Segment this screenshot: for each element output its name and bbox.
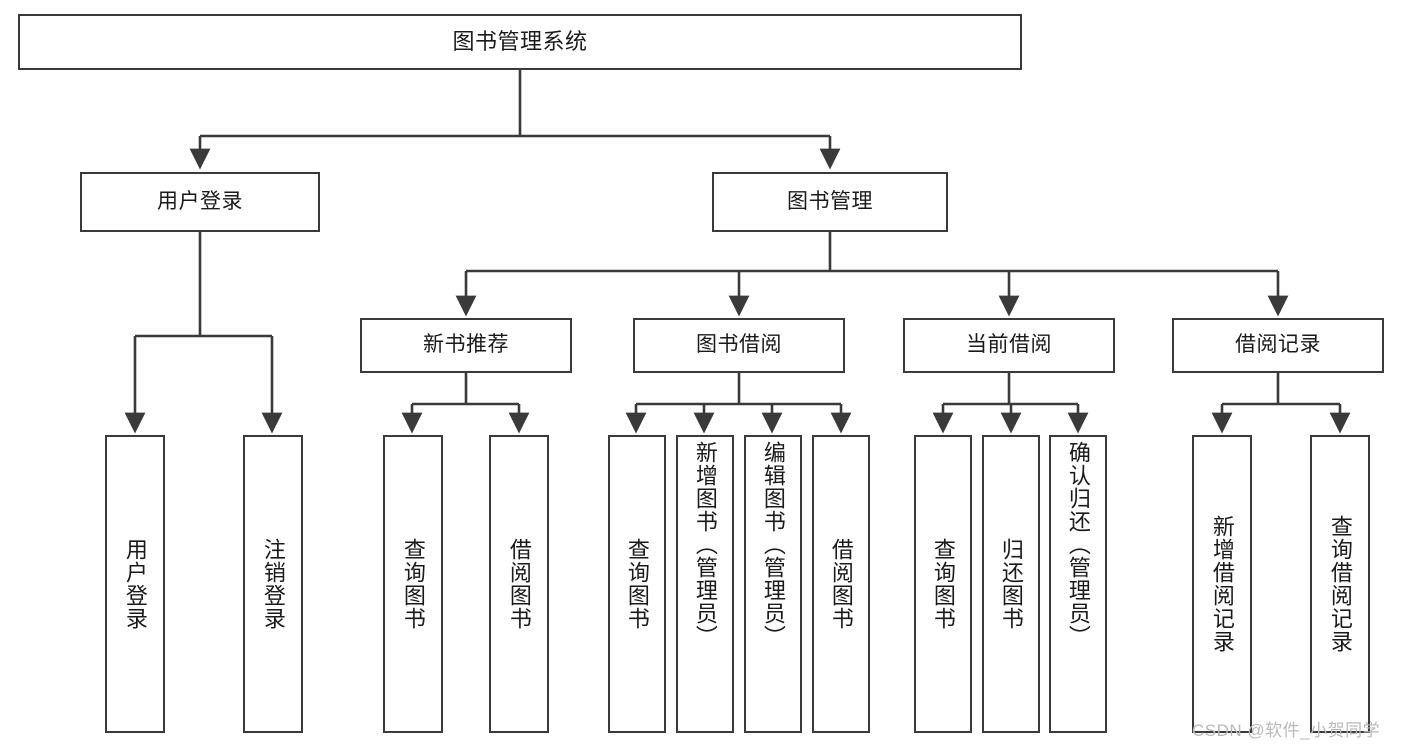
node-borrow-record[interactable]: 借阅记录	[1172, 318, 1384, 373]
node-user-login-label: 用户登录	[157, 189, 243, 213]
leaf-query-borrow-record-label: 查询借阅记录	[1327, 515, 1353, 653]
node-new-book-recommend-label: 新书推荐	[423, 333, 509, 357]
node-user-login[interactable]: 用户登录	[80, 172, 320, 232]
leaf-query-book-nb[interactable]: 查询图书	[383, 435, 443, 733]
leaf-query-borrow-record[interactable]: 查询借阅记录	[1310, 435, 1370, 733]
leaf-query-book-bb-label: 查询图书	[624, 538, 650, 630]
node-borrow-record-label: 借阅记录	[1235, 333, 1321, 357]
leaf-logout[interactable]: 注销登录	[243, 435, 303, 733]
watermark: CSDN @软件_小贺同学	[1192, 721, 1381, 740]
leaf-borrow-book-nb[interactable]: 借阅图书	[489, 435, 549, 733]
leaf-confirm-return-admin[interactable]: 确认归还（管理员）	[1049, 435, 1107, 733]
leaf-query-book-nb-label: 查询图书	[400, 538, 426, 630]
node-root[interactable]: 图书管理系统	[18, 14, 1022, 70]
leaf-add-borrow-record[interactable]: 新增借阅记录	[1192, 435, 1252, 733]
node-current-borrow[interactable]: 当前借阅	[903, 318, 1115, 373]
leaf-query-book-bb[interactable]: 查询图书	[608, 435, 666, 733]
leaf-add-book-admin[interactable]: 新增图书（管理员）	[676, 435, 734, 733]
node-book-manage-label: 图书管理	[787, 189, 873, 213]
leaf-edit-book-admin[interactable]: 编辑图书（管理员）	[744, 435, 802, 733]
node-new-book-recommend[interactable]: 新书推荐	[360, 318, 572, 373]
leaf-borrow-book-bb[interactable]: 借阅图书	[812, 435, 870, 733]
leaf-confirm-return-admin-label: 确认归还（管理员）	[1065, 441, 1091, 648]
leaf-user-login[interactable]: 用户登录	[105, 435, 165, 733]
leaf-borrow-book-bb-label: 借阅图书	[828, 538, 854, 630]
node-root-label: 图书管理系统	[452, 29, 588, 55]
leaf-query-book-cb-label: 查询图书	[930, 538, 956, 630]
leaf-edit-book-admin-label: 编辑图书（管理员）	[760, 441, 786, 648]
leaf-logout-label: 注销登录	[260, 538, 286, 630]
leaf-borrow-book-nb-label: 借阅图书	[506, 538, 532, 630]
node-current-borrow-label: 当前借阅	[966, 333, 1052, 357]
leaf-return-book-label: 归还图书	[998, 538, 1024, 630]
leaf-user-login-label: 用户登录	[122, 538, 148, 630]
leaf-query-book-cb[interactable]: 查询图书	[914, 435, 972, 733]
leaf-return-book[interactable]: 归还图书	[982, 435, 1040, 733]
leaf-add-borrow-record-label: 新增借阅记录	[1209, 515, 1235, 653]
leaf-add-book-admin-label: 新增图书（管理员）	[692, 441, 718, 648]
node-book-manage[interactable]: 图书管理	[712, 172, 948, 232]
node-book-borrow-label: 图书借阅	[696, 333, 782, 357]
node-book-borrow[interactable]: 图书借阅	[633, 318, 845, 373]
